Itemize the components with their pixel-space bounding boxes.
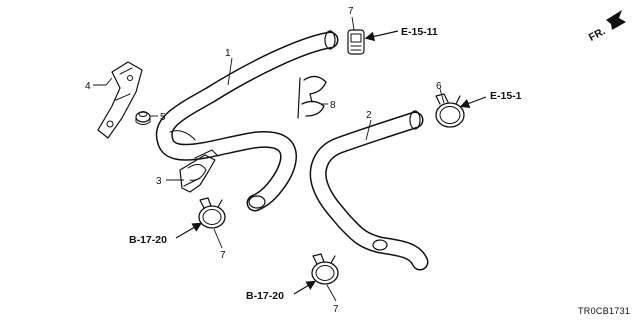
- leader-7-left: [213, 228, 223, 249]
- bracket-part-4: [97, 61, 143, 139]
- callout-6: 6: [436, 81, 442, 92]
- leader-7-bottom: [326, 284, 337, 302]
- callout-7-left: 7: [220, 250, 226, 261]
- clamp-part-7-bottom: [311, 253, 339, 285]
- ref-arrow-e15-1: [459, 96, 487, 108]
- clamp-part-6: [435, 93, 465, 128]
- ref-arrow-b17-20-bottom: [293, 280, 317, 295]
- callout-5: 5: [160, 112, 166, 123]
- ref-label-e15-1: E-15-1: [490, 90, 522, 102]
- clip-part-8: [297, 75, 327, 119]
- ref-arrow-e15-11: [364, 30, 399, 42]
- callout-1: 1: [225, 48, 231, 59]
- callout-7-top: 7: [348, 6, 354, 17]
- ref-arrow-b17-20-left: [175, 222, 203, 239]
- callout-4: 4: [85, 81, 91, 92]
- clamp-part-7-top: [347, 29, 365, 55]
- clamp-part-7-left: [198, 197, 226, 229]
- front-arrow-icon: [606, 10, 626, 30]
- grommet-part-5: [135, 111, 151, 125]
- hose-2: [309, 110, 429, 271]
- leader-7-top: [351, 16, 355, 31]
- clip-part-3: [179, 149, 219, 193]
- ref-label-e15-11: E-15-11: [401, 26, 438, 38]
- leader-1: [227, 57, 233, 86]
- callout-3: 3: [156, 176, 162, 187]
- hose-1: [155, 30, 339, 212]
- ref-label-b17-20-bottom: B-17-20: [246, 290, 284, 302]
- leader-2: [365, 119, 372, 141]
- leader-6: [439, 88, 445, 104]
- callout-2: 2: [366, 110, 372, 121]
- diagram-code: TR0CB1731: [578, 306, 630, 316]
- callout-8: 8: [330, 100, 336, 111]
- front-label: FR.: [587, 25, 608, 44]
- callout-7-bottom: 7: [333, 304, 339, 315]
- leader-4: [93, 77, 113, 86]
- ref-label-b17-20-left: B-17-20: [129, 234, 167, 246]
